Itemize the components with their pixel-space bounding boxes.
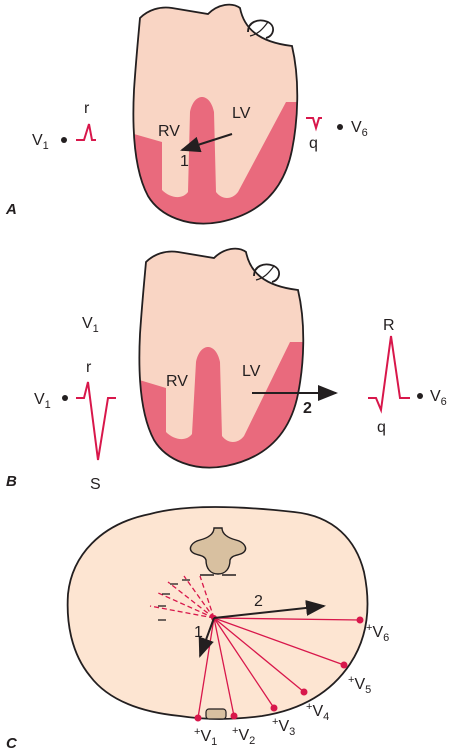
- lead-axes: [197, 617, 361, 719]
- v1-wave-r-a: r: [84, 100, 90, 117]
- heart-b: [138, 247, 305, 469]
- panel-a: RV LV 1 V1 r q V6 A: [5, 3, 368, 225]
- v1-label-a: V1: [32, 132, 49, 152]
- vector-1-arrow-c: [198, 617, 215, 658]
- lead-label-v1: +V1: [194, 726, 217, 748]
- panel-letter-b: B: [6, 473, 17, 490]
- electrode-v6: [356, 616, 364, 624]
- v1-wave-s-b: S: [90, 476, 101, 493]
- v6-ecg-a: [306, 117, 322, 132]
- v1-top-label-b: V1: [82, 315, 99, 335]
- electrode-v2: [230, 712, 238, 720]
- negative-pole-rays: [149, 575, 215, 619]
- vector-2-label-c: 2: [254, 593, 263, 610]
- vector-1-arrow-a: [180, 133, 233, 153]
- electrode-v4: [300, 688, 308, 696]
- v6-electrode-a: [337, 124, 343, 130]
- vector-2-arrow-c: [213, 599, 326, 619]
- panel-letter-c: C: [6, 735, 18, 752]
- v1-wave-r-b: r: [86, 359, 92, 376]
- panel-letter-a: A: [5, 201, 17, 218]
- heart-a: [132, 3, 299, 225]
- v6-electrode-b: [417, 393, 423, 399]
- electrode-v1: [194, 714, 202, 722]
- v6-ecg-b: [368, 335, 410, 414]
- v6-label-b: V6: [430, 388, 447, 408]
- lead-electrodes: [194, 616, 364, 722]
- lead-label-v4: +V4: [306, 701, 329, 723]
- vector-1-label-c: 1: [194, 624, 203, 641]
- lead-label-v6: +V6: [366, 622, 389, 644]
- electrode-v5: [340, 661, 348, 669]
- lv-label-b: LV: [242, 363, 261, 380]
- v6-wave-q-b: q: [377, 419, 386, 436]
- electrode-v3: [270, 704, 278, 712]
- v6-wave-q-a: q: [309, 135, 318, 152]
- panel-c: 1 2 +V1 +V2 +V3 +V4 +V5 +V6 C: [6, 506, 389, 752]
- lead-label-v5: +V5: [348, 674, 371, 696]
- vertebra: [189, 527, 247, 575]
- v1-electrode-a: [61, 137, 67, 143]
- chest-cross-section: [66, 506, 369, 720]
- lead-label-v2: +V2: [232, 725, 255, 747]
- v6-label-a: V6: [351, 119, 368, 139]
- panel-b: RV LV 2 V1 V1 r S R q V6 B: [6, 247, 447, 493]
- lv-label-a: LV: [232, 105, 251, 122]
- v1-label-b: V1: [34, 391, 51, 411]
- v1-ecg-a: [76, 123, 96, 141]
- vector-2-label-b: 2: [303, 400, 312, 417]
- v1-ecg-b: [76, 381, 116, 461]
- rv-label-a: RV: [158, 123, 180, 140]
- rv-label-b: RV: [166, 373, 188, 390]
- v6-wave-r-b: R: [383, 317, 395, 334]
- negative-signs: [158, 579, 190, 621]
- lead-label-v3: +V3: [272, 716, 295, 738]
- vector-1-label-a: 1: [180, 153, 189, 170]
- v1-electrode-b: [62, 395, 68, 401]
- sternum: [205, 708, 227, 720]
